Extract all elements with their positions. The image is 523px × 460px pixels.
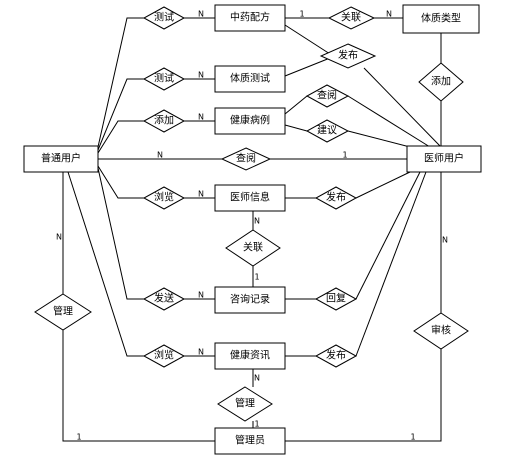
relation-ceshi-2-label: 测试 <box>154 72 174 85</box>
relation-liulan-1-label: 浏览 <box>154 191 174 204</box>
entity-yishi-xinxi: 医师信息 <box>214 184 286 212</box>
entity-jiankang-zixun-label: 健康资讯 <box>230 349 270 362</box>
relation-shenhe-label: 审核 <box>431 324 451 337</box>
relation-fabu-2-label: 发布 <box>326 191 346 204</box>
relation-fasong-label: 发送 <box>154 292 174 305</box>
card-guanli1-n: N <box>56 233 62 242</box>
card-guanlian1-one: 1 <box>299 10 304 19</box>
edge-putong-ceshi2 <box>97 78 144 151</box>
card-ceshi1-n: N <box>198 10 204 19</box>
edge-huifu-yishi <box>355 171 421 300</box>
card-guanli2-n: N <box>254 374 260 383</box>
relation-guanli-1: 管理 <box>34 293 92 331</box>
edge-guanli1-guanliyuan <box>62 330 215 442</box>
relation-ceshi-1-label: 测试 <box>154 11 174 24</box>
edges <box>62 17 442 442</box>
relation-guanlian-2-label: 关联 <box>243 241 263 254</box>
card-guanlian1-n: N <box>386 10 392 19</box>
card-chayue2-n: N <box>157 151 163 160</box>
relation-fabu-3: 发布 <box>314 344 358 368</box>
relation-fabu-2: 发布 <box>314 186 358 210</box>
relation-liulan-2: 浏览 <box>142 344 186 368</box>
entity-jiankang-zixun: 健康资讯 <box>214 342 286 370</box>
entity-jiankang-bingli: 健康病例 <box>214 107 286 135</box>
relation-jianyi: 建议 <box>305 119 350 143</box>
edge-peifang-fabu1 <box>284 24 331 55</box>
card-guanlian2-n: N <box>254 217 260 226</box>
card-fasong-n: N <box>198 291 204 300</box>
entity-jiankang-bingli-label: 健康病例 <box>230 114 270 127</box>
relation-guanli-1-label: 管理 <box>53 305 73 318</box>
relation-chayue-2: 查阅 <box>220 147 272 171</box>
relation-fabu-3-label: 发布 <box>326 349 346 362</box>
relation-guanli-2-label: 管理 <box>235 397 255 410</box>
entity-guanliyuan: 管理员 <box>214 427 286 455</box>
relation-chayue-1: 查阅 <box>305 84 350 108</box>
entity-zhongyao-peifang-label: 中药配方 <box>230 11 270 24</box>
entity-yishi-yonghu-label: 医师用户 <box>424 152 464 165</box>
card-guanlian2-one: 1 <box>254 273 259 282</box>
edge-putong-liulan1 <box>97 165 144 199</box>
entity-guanliyuan-label: 管理员 <box>235 434 265 447</box>
card-guanli1-one: 1 <box>76 433 81 442</box>
relation-guanlian-2: 关联 <box>225 229 281 267</box>
edge-putong-liulan2 <box>67 171 144 357</box>
relation-fabu-1-label: 发布 <box>338 49 358 62</box>
relation-guanlian-1: 关联 <box>327 6 376 30</box>
relation-tianjia-2: 添加 <box>418 62 464 102</box>
relation-chayue-1-label: 查阅 <box>317 89 337 102</box>
entity-zixun-jilu: 咨询记录 <box>214 286 286 314</box>
edge-bingli-chayue1 <box>284 95 308 115</box>
entity-yishi-xinxi-label: 医师信息 <box>230 191 270 204</box>
entity-zhongyao-peifang: 中药配方 <box>214 4 286 32</box>
edge-putong-ceshi1 <box>97 17 144 148</box>
edge-fabu3-yishi <box>355 171 427 357</box>
relation-jianyi-label: 建议 <box>317 124 337 137</box>
edge-jianyi-yishi <box>347 130 411 148</box>
entity-yishi-yonghu: 医师用户 <box>406 145 482 173</box>
card-shenhe-one: 1 <box>410 433 415 442</box>
card-guanli2-one: 1 <box>254 420 259 429</box>
entity-zixun-jilu-label: 咨询记录 <box>230 293 270 306</box>
edge-bingli-jianyi <box>284 124 308 132</box>
relation-shenhe: 审核 <box>413 312 469 350</box>
relation-chayue-2-label: 查阅 <box>236 152 256 165</box>
relation-tianjia-1-label: 添加 <box>154 114 174 127</box>
relation-ceshi-1: 测试 <box>142 6 186 30</box>
cardinality-labels: N 1 N N N N 1 N N 1 N N N 1 N 1 N 1 <box>56 10 448 442</box>
entity-tizhi-leixing-label: 体质类型 <box>421 12 461 25</box>
card-chayue2-one: 1 <box>342 151 347 160</box>
relation-liulan-1: 浏览 <box>142 186 186 210</box>
entity-tizhi-ceshi-label: 体质测试 <box>230 72 270 85</box>
edge-fabu1-yishi <box>363 67 442 148</box>
entity-tizhi-ceshi: 体质测试 <box>214 65 286 93</box>
relation-liulan-2-label: 浏览 <box>154 349 174 362</box>
relation-huifu: 回复 <box>314 287 358 311</box>
relation-fasong: 发送 <box>142 287 186 311</box>
entity-putong-yonghu-label: 普通用户 <box>41 152 81 165</box>
entity-tizhi-leixing: 体质类型 <box>402 4 480 34</box>
card-ceshi2-n: N <box>198 71 204 80</box>
edge-fabu2-yishi <box>355 171 411 199</box>
relation-tianjia-2-label: 添加 <box>431 75 451 88</box>
entity-putong-yonghu: 普通用户 <box>23 145 99 173</box>
card-tianjia-n: N <box>198 113 204 122</box>
edge-chayue1-yishi <box>347 95 431 148</box>
card-liulan2-n: N <box>198 348 204 357</box>
card-shenhe-n: N <box>442 236 448 245</box>
edge-shenhe-guanliyuan <box>285 349 442 442</box>
relation-ceshi-2: 测试 <box>142 67 186 91</box>
edge-putong-tianjia <box>97 120 144 154</box>
relation-huifu-label: 回复 <box>326 292 346 305</box>
edge-tizhiceshi-fabu1 <box>284 57 331 77</box>
relation-guanlian-1-label: 关联 <box>341 11 361 24</box>
card-liulan1-n: N <box>198 190 204 199</box>
relation-fabu-1: 发布 <box>319 43 377 69</box>
relation-tianjia-1: 添加 <box>142 109 186 133</box>
edge-putong-fasong <box>97 167 144 300</box>
relation-guanli-2: 管理 <box>217 386 273 422</box>
